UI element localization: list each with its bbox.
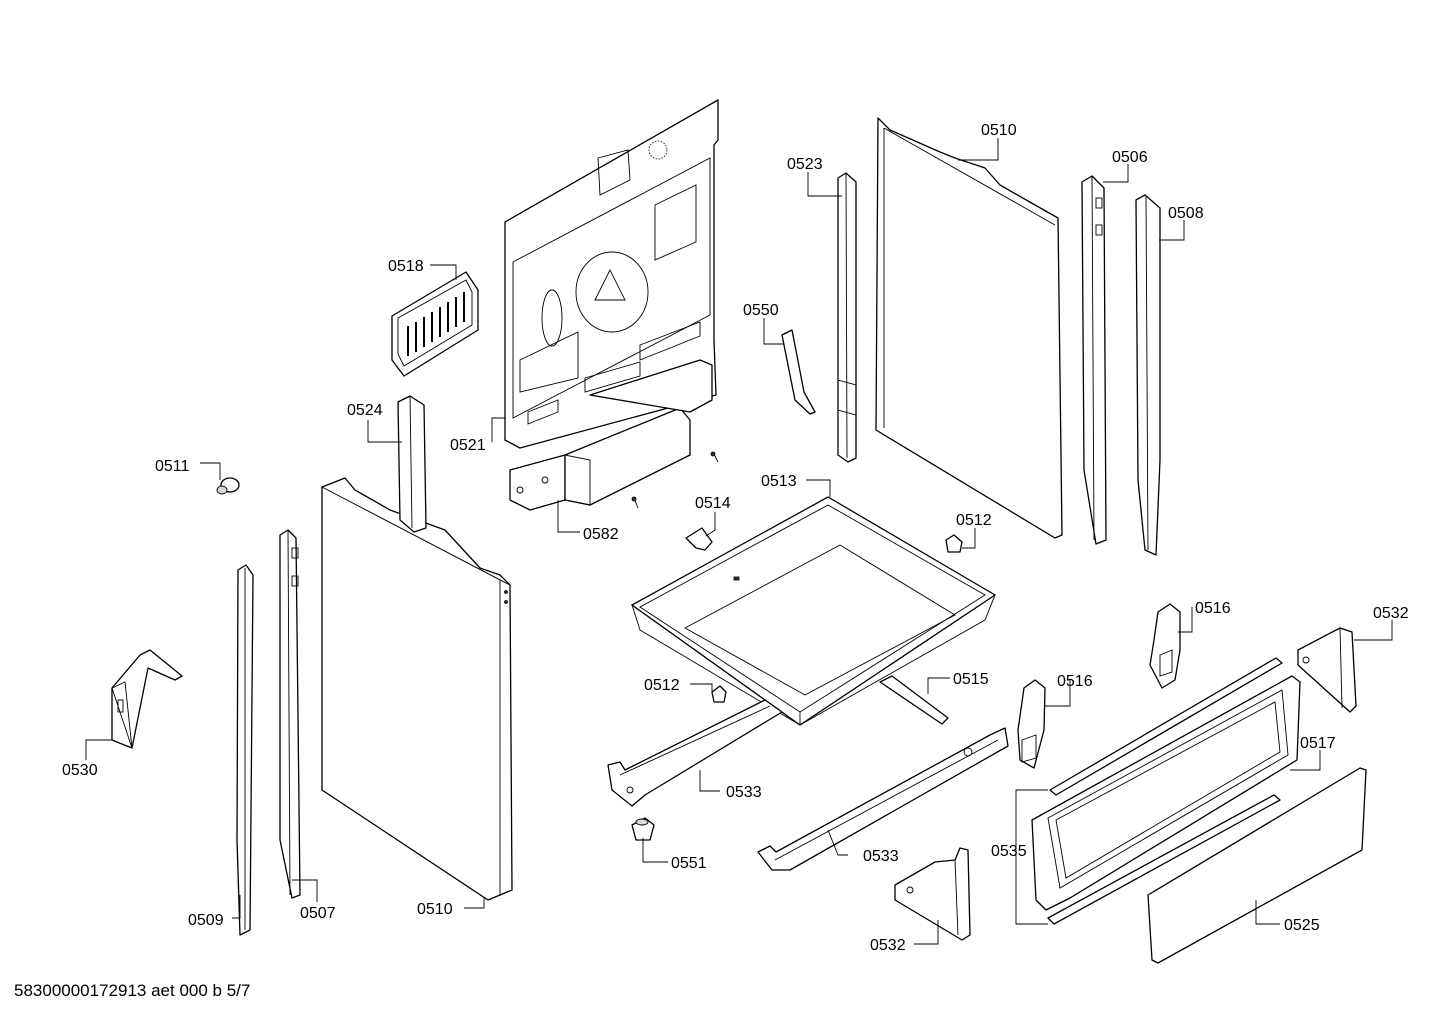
leader-lines (85, 138, 1393, 945)
part-label-0517: 0517 (1300, 735, 1336, 752)
part-label-0532: 0532 (1373, 605, 1409, 622)
part-label-0535: 0535 (991, 843, 1027, 860)
part-label-0551: 0551 (671, 855, 707, 872)
part-label-0525: 0525 (1284, 917, 1320, 934)
part-label-0516: 0516 (1195, 600, 1231, 617)
part-label-0514: 0514 (695, 495, 731, 512)
screw (631, 451, 719, 509)
part-label-0515: 0515 (953, 671, 989, 688)
part-label-0512: 0512 (956, 512, 992, 529)
left-rear-rail (397, 395, 427, 533)
left-side-strip (236, 564, 254, 936)
left-front-rail (279, 529, 301, 899)
part-label-0521: 0521 (450, 437, 486, 454)
stop-clip (945, 534, 963, 553)
part-label-0512: 0512 (644, 677, 680, 694)
part-label-0506: 0506 (1112, 149, 1148, 166)
right-side-strip (1135, 194, 1161, 556)
document-footer-code: 58300000172913 aet 000 b 5/7 (14, 981, 251, 1000)
right-rear-rail (837, 172, 857, 463)
right-side-panel (875, 117, 1063, 539)
vent-grille (391, 271, 479, 377)
part-label-0507: 0507 (300, 905, 336, 922)
part-label-0532: 0532 (870, 937, 906, 954)
oven-door (1031, 675, 1301, 911)
bottom-rail (607, 699, 783, 807)
part-label-0516: 0516 (1057, 673, 1093, 690)
part-label-0533: 0533 (726, 784, 762, 801)
part-label-0509: 0509 (188, 912, 224, 929)
left-side-panel (321, 477, 513, 901)
part-label-0550: 0550 (743, 302, 779, 319)
part-label-0513: 0513 (761, 473, 797, 490)
bottom-rail (757, 727, 1009, 871)
door-hinge-holder (1149, 603, 1181, 689)
stop-clip (711, 685, 727, 703)
left-bracket (111, 649, 183, 749)
door-seal-strip (1047, 657, 1283, 925)
lower-hinge-bracket (894, 847, 971, 941)
angle-bracket (781, 329, 816, 415)
part-label-0533: 0533 (863, 848, 899, 865)
part-label-0510: 0510 (981, 122, 1017, 139)
glass-pane (1147, 767, 1367, 964)
door-hinge-holder (1017, 679, 1046, 769)
part-labels: 0510 0506 0523 0508 0518 0550 0524 0521 … (62, 122, 1409, 954)
drawer-runner (879, 675, 949, 725)
part-label-0518: 0518 (388, 258, 424, 275)
right-hinge-bracket (1297, 627, 1357, 713)
leveling-foot (631, 817, 655, 841)
part-label-0508: 0508 (1168, 205, 1204, 222)
part-label-0511: 0511 (155, 458, 190, 475)
drawer-tray (631, 496, 996, 726)
part-label-0524: 0524 (347, 402, 383, 419)
part-label-0523: 0523 (787, 156, 823, 173)
part-label-0510: 0510 (417, 901, 453, 918)
mounting-clip (685, 527, 713, 551)
back-panel (504, 99, 719, 449)
right-front-rail (1081, 175, 1107, 545)
bracket-box (509, 359, 713, 511)
part-label-0582: 0582 (583, 526, 619, 543)
part-label-0530: 0530 (62, 762, 98, 779)
adjustable-foot (216, 477, 240, 495)
